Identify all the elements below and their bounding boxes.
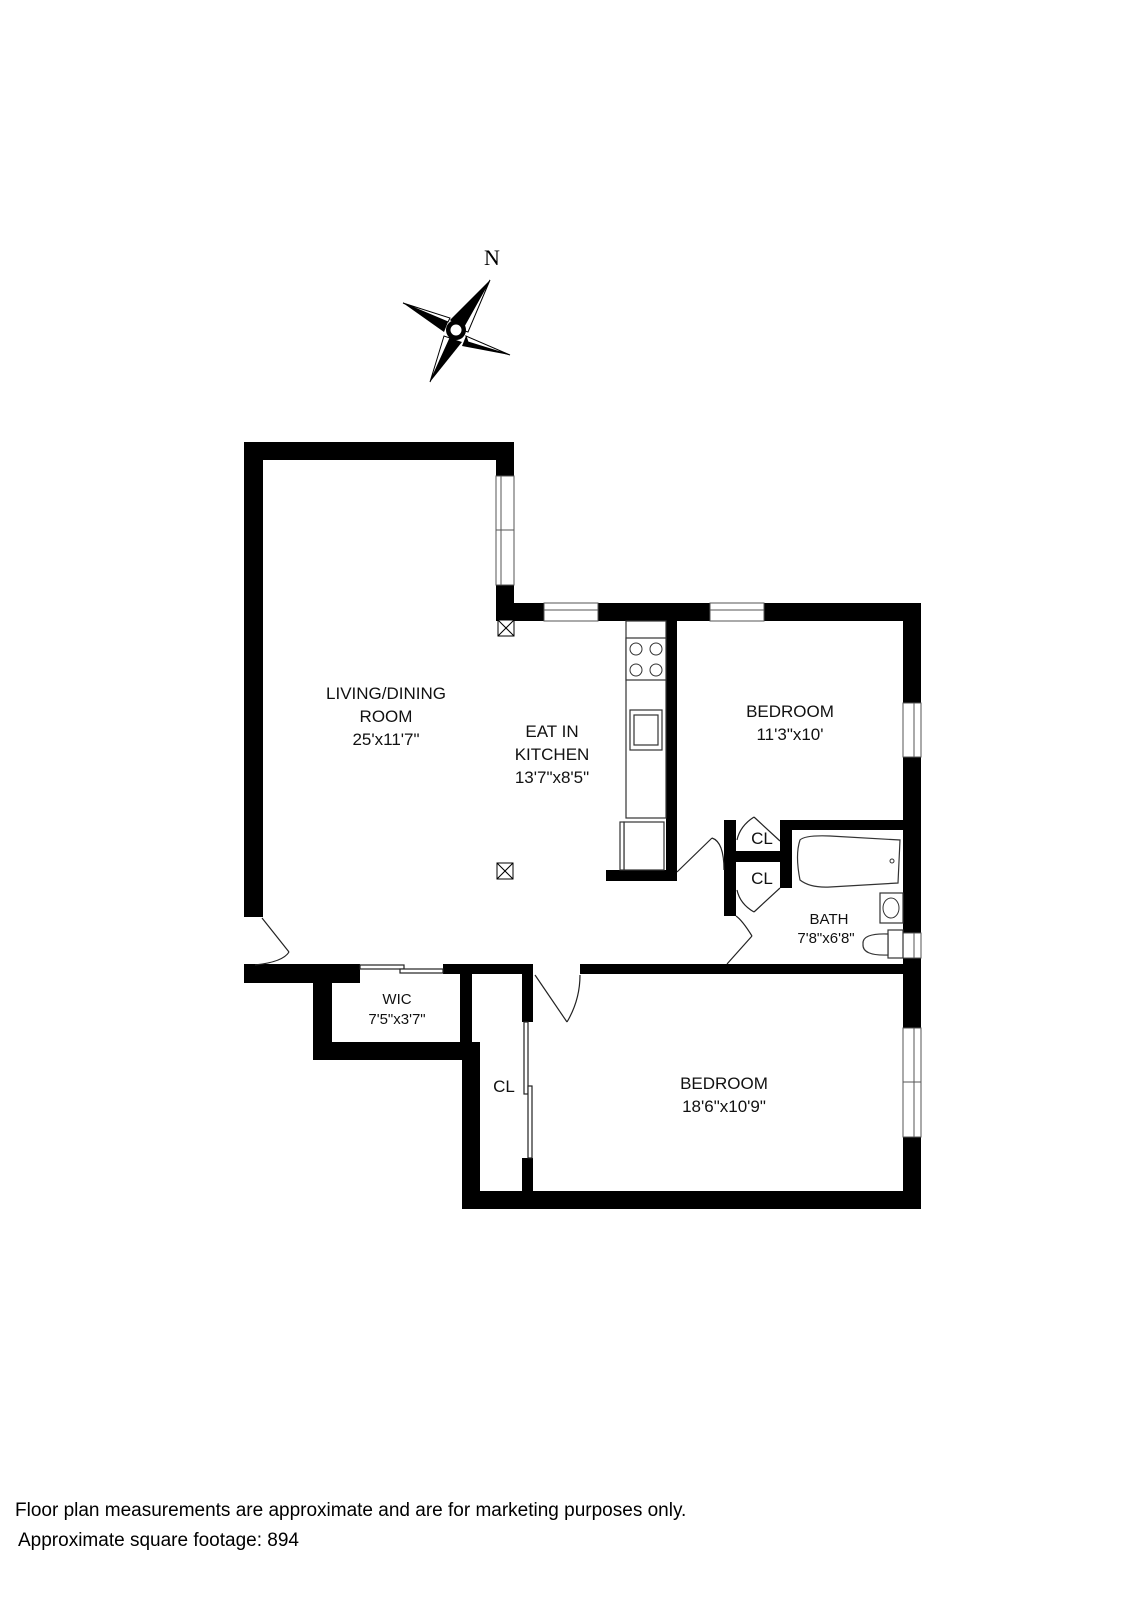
toilet-icon	[862, 929, 904, 959]
kitchen-sink-icon	[629, 709, 663, 751]
svg-text:25'x11'7": 25'x11'7"	[352, 730, 419, 749]
svg-text:18'6"x10'9": 18'6"x10'9"	[682, 1097, 766, 1116]
svg-text:ROOM: ROOM	[360, 707, 413, 726]
doors	[254, 816, 781, 1159]
vent-icon	[497, 619, 515, 637]
svg-text:BEDROOM: BEDROOM	[680, 1074, 768, 1093]
svg-text:EAT IN: EAT IN	[525, 722, 578, 741]
room-label-wic: WIC 7'5"x3'7"	[368, 991, 425, 1028]
svg-text:7'8"x6'8": 7'8"x6'8"	[797, 930, 854, 947]
entry-door	[254, 917, 290, 966]
wic-sliding-door	[359, 964, 444, 974]
bath-fixtures	[796, 835, 904, 959]
svg-text:13'7"x8'5": 13'7"x8'5"	[515, 768, 589, 787]
svg-text:BATH: BATH	[810, 911, 849, 928]
closet-1-door	[736, 816, 781, 842]
refrigerator-icon	[619, 821, 665, 871]
closet-2-door	[736, 887, 781, 913]
room-label-bath: BATH 7'8"x6'8"	[797, 911, 854, 947]
bath-door	[726, 915, 753, 965]
room-label-closet-2: CL	[751, 869, 773, 888]
bedroom-2-closet-sliding-door	[523, 1021, 533, 1159]
svg-text:LIVING/DINING: LIVING/DINING	[326, 684, 446, 703]
bedroom-1-door	[676, 837, 725, 873]
north-arrow-compass-icon: N	[402, 245, 511, 383]
windows	[495, 475, 922, 1138]
room-label-bedroom-1: BEDROOM 11'3"x10'	[746, 702, 834, 744]
room-label-closet-3: CL	[493, 1077, 515, 1096]
svg-text:BEDROOM: BEDROOM	[746, 702, 834, 721]
bedroom-2-door	[534, 974, 581, 1023]
ceiling-vents	[496, 619, 515, 880]
svg-text:KITCHEN: KITCHEN	[515, 745, 590, 764]
stove-icon	[625, 637, 667, 681]
kitchen-fixtures	[619, 620, 667, 871]
room-label-kitchen: EAT IN KITCHEN 13'7"x8'5"	[515, 722, 590, 787]
svg-text:11'3"x10': 11'3"x10'	[756, 725, 823, 744]
svg-text:7'5"x3'7": 7'5"x3'7"	[368, 1011, 425, 1028]
compass-north-label: N	[484, 245, 500, 270]
bathtub-icon	[796, 835, 901, 888]
room-label-closet-1: CL	[751, 829, 773, 848]
room-label-living-dining: LIVING/DINING ROOM 25'x11'7"	[326, 684, 446, 749]
bathroom-sink-icon	[879, 892, 904, 924]
room-label-bedroom-2: BEDROOM 18'6"x10'9"	[680, 1074, 768, 1116]
disclaimer-text: Floor plan measurements are approximate …	[15, 1500, 687, 1521]
walls	[244, 442, 921, 1209]
vent-icon	[496, 862, 514, 880]
svg-text:WIC: WIC	[382, 991, 411, 1008]
square-footage-text: Approximate square footage: 894	[18, 1530, 299, 1551]
